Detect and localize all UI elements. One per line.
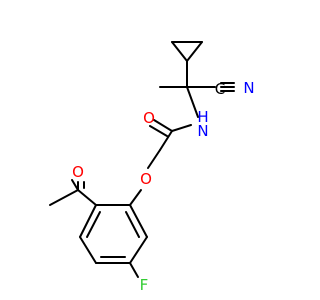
quaternary-carbon-bonds [159,60,216,88]
cyclopropyl-ring [171,41,203,62]
n-to-quaternary-bond [186,86,199,118]
nitrile-nitrogen-label: N [243,79,254,97]
carbonyl-oxygen-label: O [143,109,155,127]
amide-hydrogen-label: H [197,108,208,126]
fluorine-label: F [140,276,149,294]
carbonyl-double-bond [149,119,173,137]
atom-labels: C N H N O O O F [72,79,255,294]
ether-to-ring-bond [129,189,142,206]
molecule-structure: C N H N O O O F [49,41,255,294]
carbonyl-to-ch2-bond [159,130,173,151]
nitrile-carbon-label: C [215,80,225,98]
ether-oxygen-label: O [140,170,152,188]
n-to-carbonyl-bond [171,124,192,132]
fluorine-bond [129,262,139,278]
acetyl-oxygen-label: O [72,163,84,181]
nitrile-triple-bond [220,82,235,92]
acetyl-group [49,179,97,206]
benzene-ring [79,204,148,264]
ch2-to-ether-bond [147,149,161,169]
amide-nitrogen-label: N [197,122,208,140]
